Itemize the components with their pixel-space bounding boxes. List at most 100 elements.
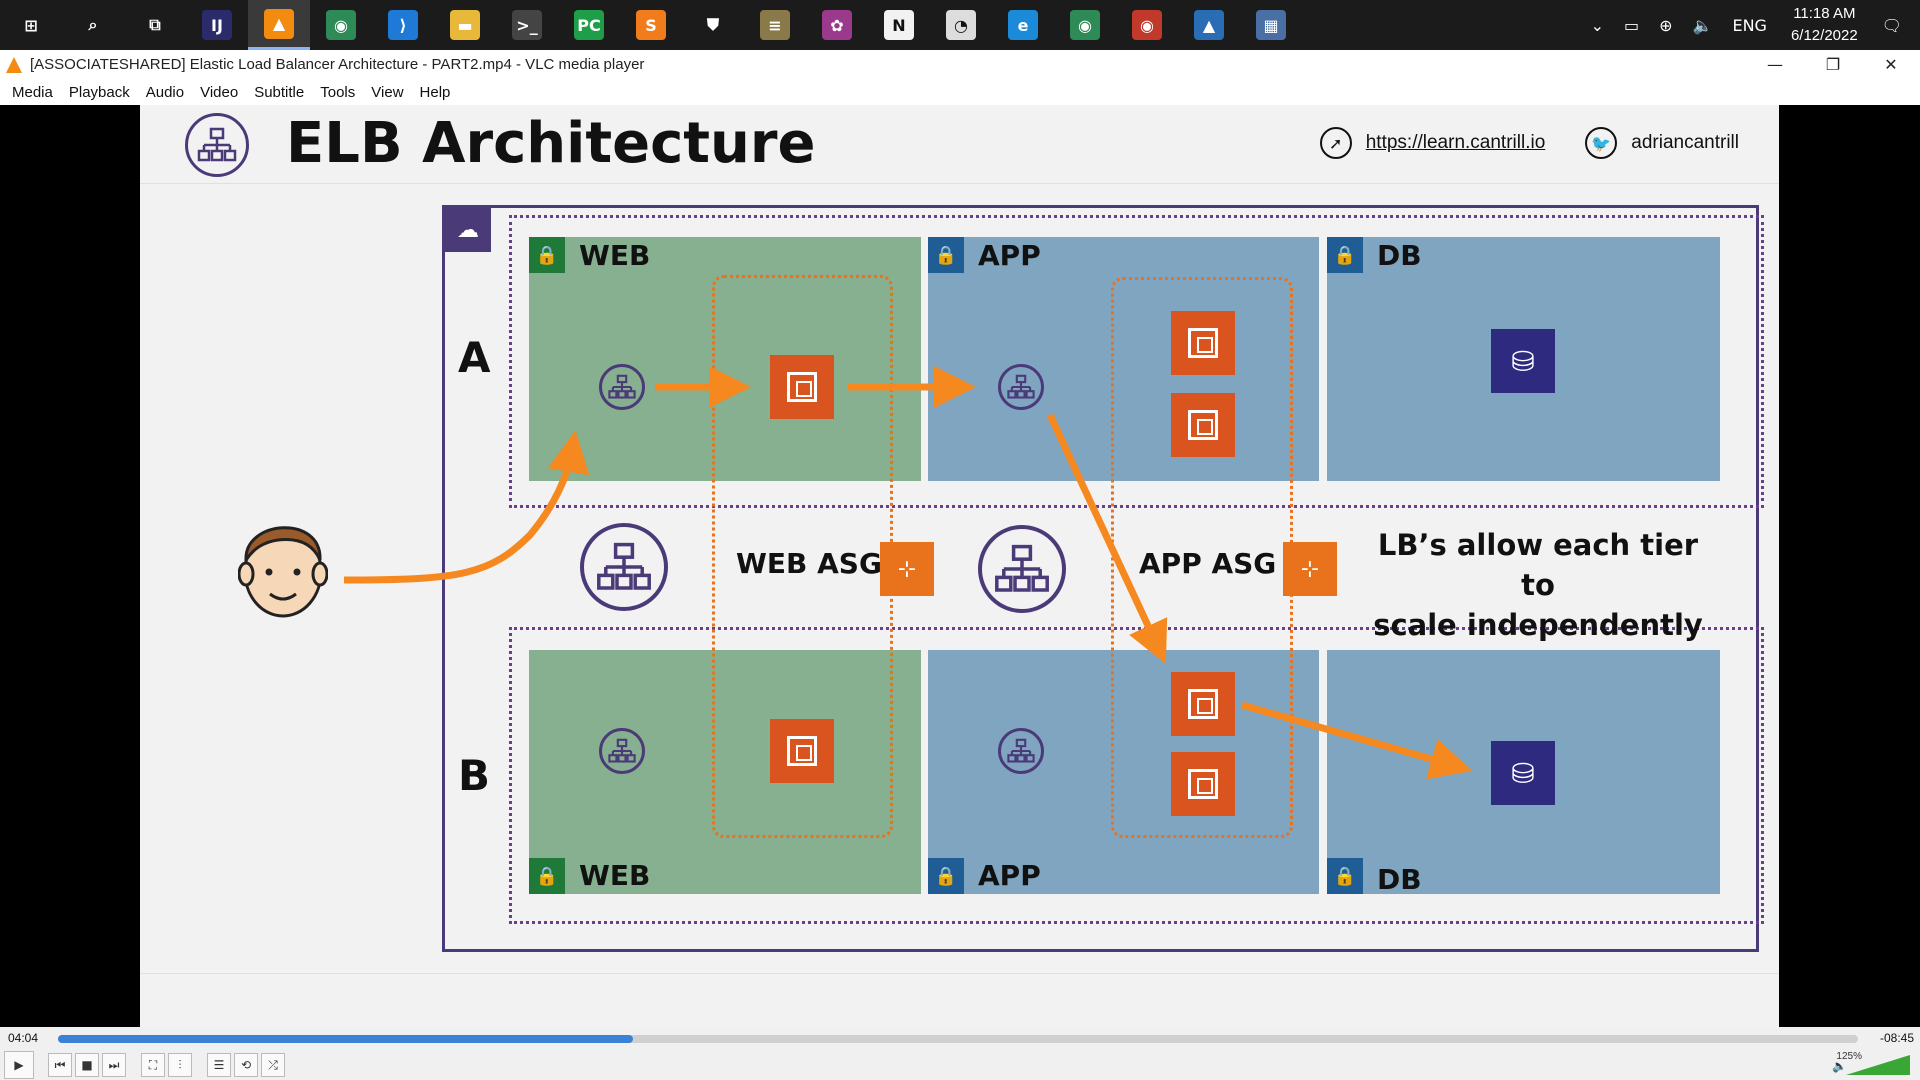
menu-playback[interactable]: Playback [68,83,130,101]
taskbar-security-button[interactable]: ⛊ [682,0,744,50]
taskbar-terminal-button[interactable]: >_ [496,0,558,50]
volume-slider[interactable]: 🔈 125% [1832,1051,1912,1077]
slide-title: ELB Architecture [286,111,816,176]
lock-icon: 🔒 [529,858,565,894]
minimize-button[interactable]: — [1767,55,1783,74]
shuffle-button[interactable]: ⤮ [261,1053,285,1077]
play-button[interactable]: ▶ [4,1051,34,1079]
menu-tools[interactable]: Tools [320,83,356,101]
taskbar-calculator-button[interactable]: ▦ [1240,0,1302,50]
photos-icon: ▲ [1194,10,1224,40]
taskbar-photo-app-button[interactable]: ✿ [806,0,868,50]
control-buttons: ▶ ⏮ ■ ⏭ ⛶ ⫶ ☰ ⟲ ⤮ [4,1051,288,1079]
intellij-icon: IJ [202,10,232,40]
show-hidden-icons-chevron-icon[interactable]: ⌄ [1590,15,1605,35]
vscode-icon: ⟩ [388,10,418,40]
taskbar-chrome-button[interactable]: ◉ [1054,0,1116,50]
app-subnet-b: 🔒 APP [928,650,1319,894]
photo-app-icon: ✿ [822,10,852,40]
load-balancer-node-icon [599,364,645,410]
system-clock[interactable]: 11:18 AM 6/12/2022 [1791,3,1858,47]
taskbar-notion-button[interactable]: N [868,0,930,50]
battery-icon[interactable]: ▭ [1624,15,1640,35]
window-title-bar: [ASSOCIATESHARED] Elastic Load Balancer … [0,50,1920,79]
vpc-cloud-icon: ☁ [445,208,491,252]
taskbar-photos-button[interactable]: ▲ [1178,0,1240,50]
seek-bar-progress [58,1035,634,1043]
menu-subtitle[interactable]: Subtitle [254,83,305,101]
menu-audio[interactable]: Audio [145,83,185,101]
system-tray: ⌄ ▭ ⊕ 🔈 ENG 11:18 AM 6/12/2022 🗨 [1581,0,1920,50]
menu-help[interactable]: Help [419,83,451,101]
web-subnet-b: 🔒 WEB [529,650,921,894]
edge-icon: e [1008,10,1038,40]
window-title: [ASSOCIATESHARED] Elastic Load Balancer … [30,56,645,73]
db-subnet-b-label: DB [1377,863,1422,896]
taskbar-chrome-button[interactable]: ◉ [310,0,372,50]
footer-divider [140,973,1779,974]
close-button[interactable]: ✕ [1884,55,1898,74]
taskbar-search-button[interactable]: ⌕ [62,0,124,50]
web-subnet-b-label: WEB [579,859,651,892]
volume-speaker-icon[interactable]: 🔈 [1832,1059,1847,1073]
app-load-balancer-icon [978,525,1066,613]
speaker-icon[interactable]: 🔈 [1692,15,1713,35]
taskbar-intellij-button[interactable]: IJ [186,0,248,50]
notifications-icon[interactable]: 🗨 [1881,15,1902,35]
web-load-balancer-icon [580,523,668,611]
menu-media[interactable]: Media [12,83,53,101]
ec2-instance-icon [770,719,834,783]
learn-url: https://learn.cantrill.io [1365,132,1546,153]
extended-settings-button[interactable]: ⫶ [168,1053,192,1077]
taskbar-windows-start-button[interactable]: ⊞ [0,0,62,50]
ec2-instance-icon [1171,311,1235,375]
web-subnet-a-label: WEB [579,239,651,272]
next-button[interactable]: ⏭ [102,1053,126,1077]
fullscreen-button[interactable]: ⛶ [141,1053,165,1077]
taskbar-vscode-button[interactable]: ⟩ [372,0,434,50]
lock-icon: 🔒 [928,858,964,894]
seek-bar[interactable] [58,1035,1858,1043]
ec2-instance-icon [1171,752,1235,816]
clock-app-icon: ◔ [946,10,976,40]
loop-button[interactable]: ⟲ [234,1053,258,1077]
playlist-button[interactable]: ☰ [207,1053,231,1077]
taskbar-task-view-button[interactable]: ⧉ [124,0,186,50]
menu-view[interactable]: View [371,83,404,101]
ec2-instance-icon [1171,672,1235,736]
taskbar-edge-button[interactable]: e [992,0,1054,50]
load-balancer-node-icon [599,728,645,774]
notion-icon: N [884,10,914,40]
search-icon: ⌕ [88,15,98,34]
auto-scaling-icon: ⊹ [1283,542,1337,596]
lock-icon: 🔒 [1327,237,1363,273]
network-globe-icon[interactable]: ⊕ [1659,15,1673,35]
taskbar-app-button[interactable]: ≡ [744,0,806,50]
app-asg-label: APP ASG [1139,547,1277,580]
compass-icon: ➚ [1319,127,1352,159]
menu-video[interactable]: Video [200,83,239,101]
auto-scaling-icon: ⊹ [880,542,934,596]
taskbar-vlc-button[interactable]: ▲ [248,0,310,50]
windows-start-icon: ⊞ [24,15,38,35]
language-indicator[interactable]: ENG [1732,15,1767,35]
scaling-note-line1: LB’s allow each tier to [1377,528,1699,602]
taskbar-sublime-button[interactable]: S [620,0,682,50]
restore-button[interactable]: ❐ [1825,55,1841,74]
lock-icon: 🔒 [1327,858,1363,894]
calculator-icon: ▦ [1256,10,1286,40]
clock-time: 11:18 AM [1793,5,1856,22]
taskbar-file-explorer-button[interactable]: ▬ [434,0,496,50]
clock-date: 6/12/2022 [1790,27,1858,44]
scaling-note-line2: scale independently [1373,608,1703,642]
previous-button[interactable]: ⏮ [48,1053,72,1077]
stop-button[interactable]: ■ [75,1053,99,1077]
taskbar-pycharm-button[interactable]: PC [558,0,620,50]
taskbar-clock-app-button[interactable]: ◔ [930,0,992,50]
sublime-icon: S [636,10,666,40]
remaining-time[interactable]: -08:45 [1879,1031,1914,1045]
taskbar-chrome-button[interactable]: ◉ [1116,0,1178,50]
video-area[interactable]: ELB Architecture ➚ https://learn.cantril… [0,105,1920,1027]
elapsed-time: 04:04 [8,1031,39,1045]
